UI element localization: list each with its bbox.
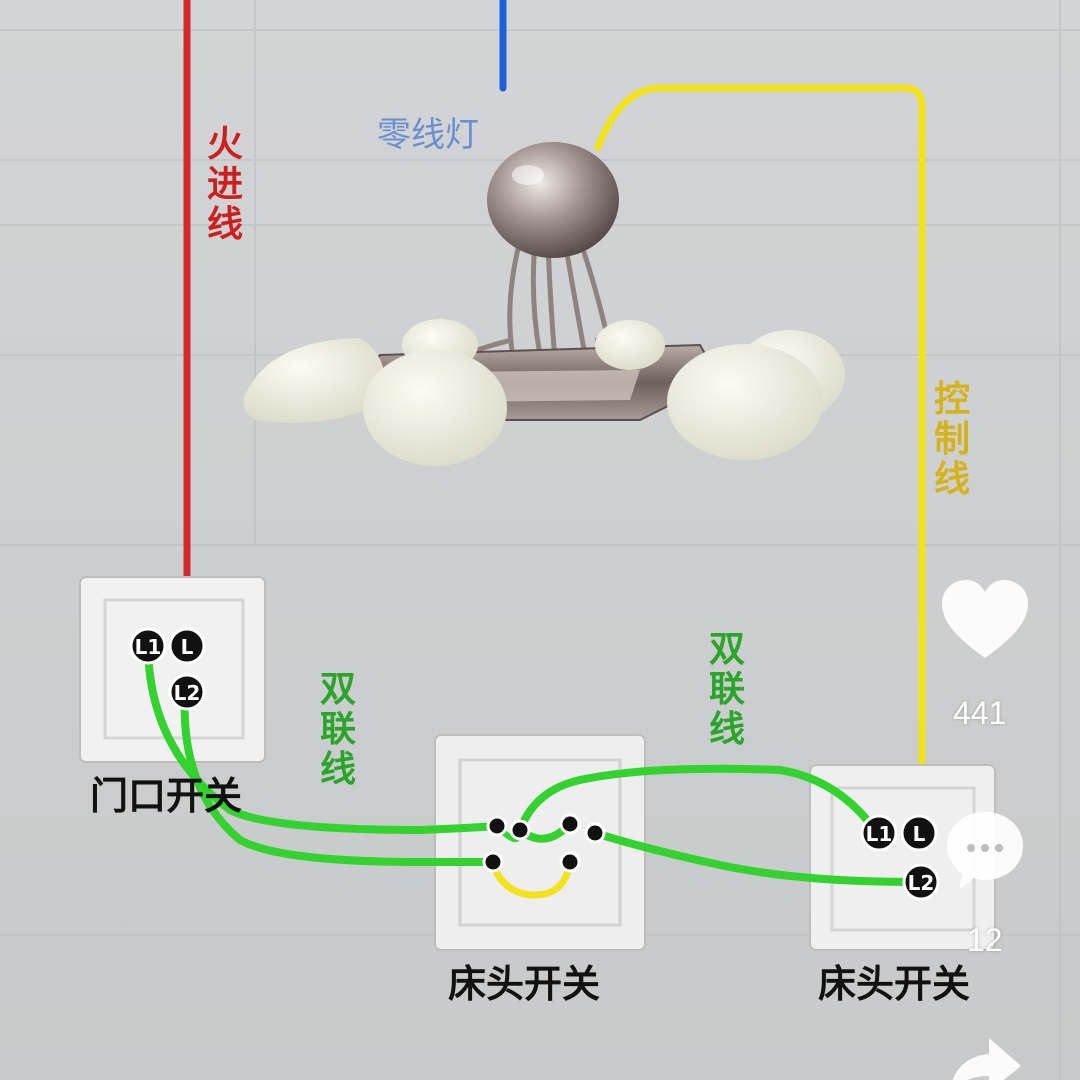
- right-terminal-l1-label: L1: [866, 822, 893, 846]
- right-terminal-l: L: [900, 814, 938, 852]
- right-terminal-l2-label: L2: [908, 871, 935, 895]
- neutral-lamp-label: 零线灯: [377, 115, 479, 155]
- twin-wire-label-right: 双联线: [708, 629, 745, 750]
- twin-wire-label-left: 双联线: [319, 669, 356, 790]
- live-in-label: 火进线: [206, 124, 243, 245]
- comment-icon[interactable]: [945, 808, 1025, 893]
- bedside-switch-right-label: 床头开关: [818, 962, 971, 1006]
- door-terminal-l: L: [168, 627, 206, 665]
- door-terminal-l-label: L: [181, 635, 194, 659]
- door-terminal-l1: L1: [129, 627, 167, 665]
- control-wire: [593, 84, 926, 808]
- comment-count: 12: [967, 922, 1003, 958]
- like-count: 441: [953, 695, 1007, 731]
- door-switch-plate: [79, 576, 266, 763]
- door-terminal-l2-label: L2: [174, 681, 201, 705]
- right-terminal-l-label: L: [913, 822, 926, 846]
- share-icon[interactable]: [945, 1032, 1025, 1080]
- door-switch-label: 门口开关: [90, 774, 243, 818]
- control-wire-label: 控制线: [933, 379, 970, 500]
- right-terminal-l2: L2: [902, 863, 940, 901]
- right-terminal-l1: L1: [860, 814, 898, 852]
- bedside-switch-center-label: 床头开关: [448, 962, 601, 1006]
- center-terminals: [482, 813, 606, 873]
- twin-wires: [144, 644, 919, 886]
- door-terminal-l1-label: L1: [135, 635, 162, 659]
- door-terminal-l2: L2: [168, 673, 206, 711]
- center-jumper-wire: [489, 861, 574, 899]
- heart-icon[interactable]: [940, 578, 1030, 663]
- chandelier: [243, 142, 845, 466]
